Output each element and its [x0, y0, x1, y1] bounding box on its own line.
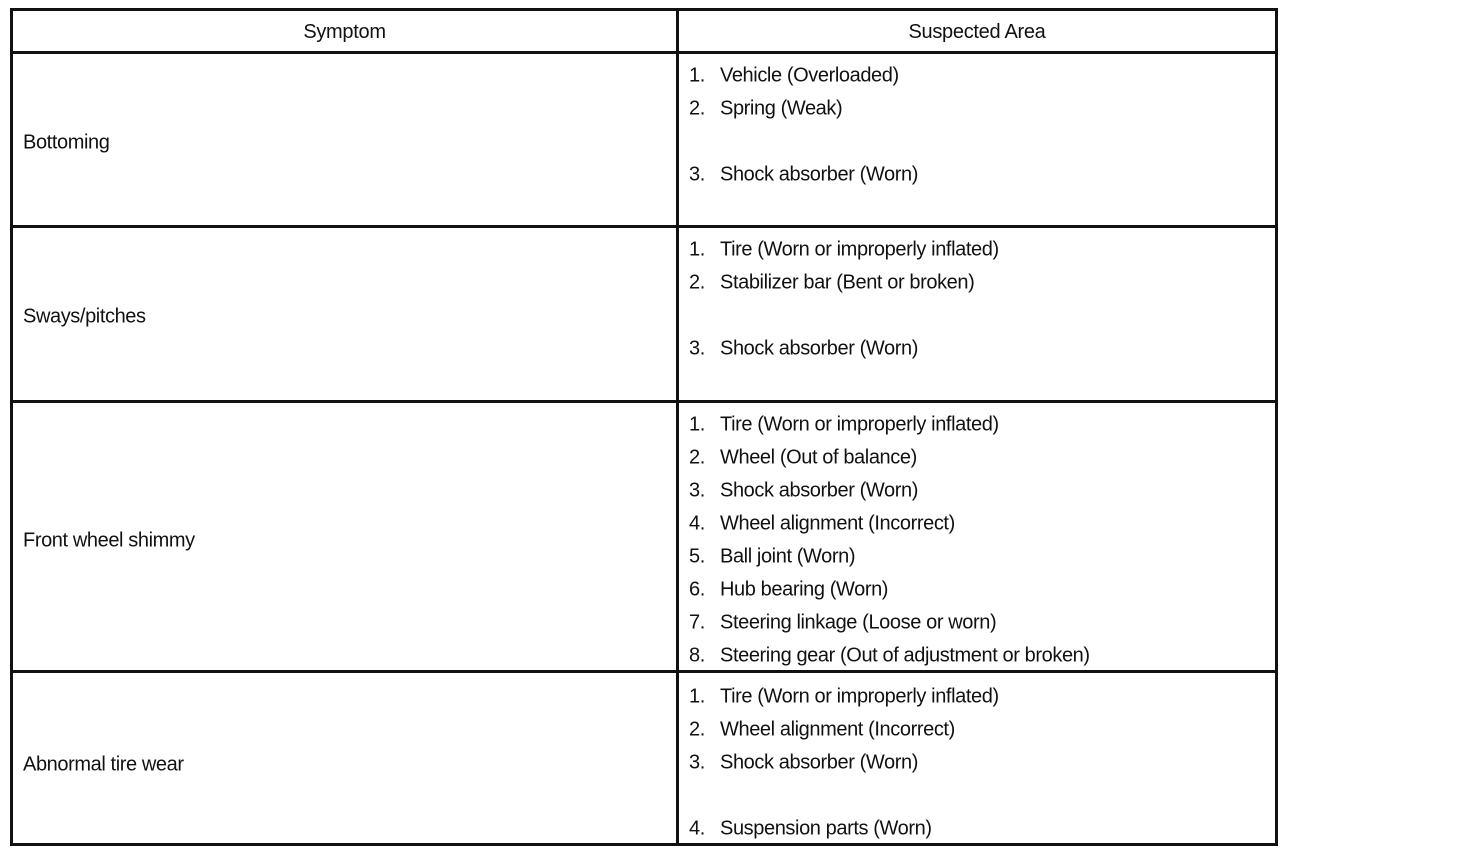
- symptom-cell: Front wheel shimmy: [23, 529, 195, 552]
- header-divider: [13, 51, 1275, 54]
- list-item: 2.Wheel alignment (Incorrect): [689, 718, 955, 741]
- list-item: 7.Steering linkage (Loose or worn): [689, 611, 997, 634]
- list-item: 1.Tire (Worn or improperly inflated): [689, 413, 999, 436]
- list-item: 3.Shock absorber (Worn): [689, 337, 918, 360]
- list-item: 1.Vehicle (Overloaded): [689, 64, 899, 87]
- row-divider: [13, 670, 1275, 673]
- symptom-cell: Bottoming: [23, 131, 110, 154]
- list-item: 1.Tire (Worn or improperly inflated): [689, 685, 999, 708]
- list-item: 2.Stabilizer bar (Bent or broken): [689, 271, 975, 294]
- list-item: 3.Shock absorber (Worn): [689, 751, 918, 774]
- header-suspected-area: Suspected Area: [908, 20, 1046, 43]
- row-divider: [13, 400, 1275, 403]
- list-item: 8.Steering gear (Out of adjustment or br…: [689, 644, 1090, 667]
- list-item: 5.Ball joint (Worn): [689, 545, 856, 568]
- header-symptom: Symptom: [303, 20, 386, 43]
- symptom-cell: Sways/pitches: [23, 305, 146, 328]
- list-item: 2.Wheel (Out of balance): [689, 446, 917, 469]
- list-item: 2.Spring (Weak): [689, 97, 843, 120]
- list-item: 6.Hub bearing (Worn): [689, 578, 889, 601]
- list-item: 1.Tire (Worn or improperly inflated): [689, 238, 999, 261]
- symptom-cell: Abnormal tire wear: [23, 753, 184, 776]
- troubleshooting-table: Symptom Suspected Area Bottoming 1.Vehic…: [10, 8, 1278, 846]
- list-item: 4.Suspension parts (Worn): [689, 817, 932, 840]
- row-divider: [13, 225, 1275, 228]
- list-item: 4.Wheel alignment (Incorrect): [689, 512, 955, 535]
- list-item: 3.Shock absorber (Worn): [689, 163, 918, 186]
- list-item: 3.Shock absorber (Worn): [689, 479, 918, 502]
- column-divider: [676, 11, 679, 843]
